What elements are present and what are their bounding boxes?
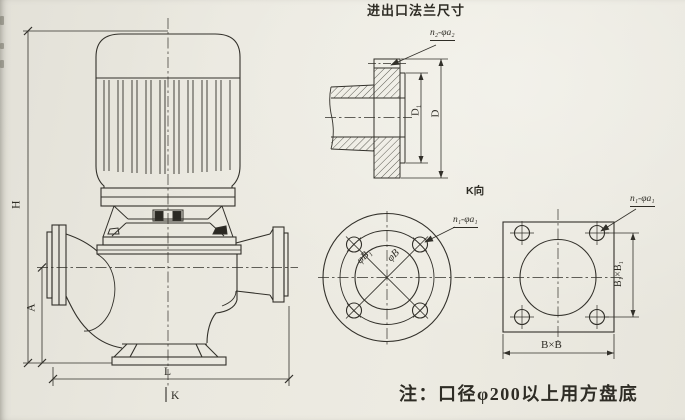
- lantern-bracket: [102, 205, 234, 238]
- dim-BxB-label: B×B: [541, 339, 562, 351]
- suction-flange: [46, 224, 123, 349]
- raised-face-section: [399, 72, 406, 164]
- pedestal-foot: [111, 343, 227, 366]
- dim-A-label: A: [25, 303, 38, 312]
- dim-L-label: L: [164, 366, 172, 378]
- clamp-block: [212, 225, 228, 235]
- flange-bolt-holes-label: n₂-φa₂: [430, 28, 455, 41]
- volute-casing: [83, 253, 238, 345]
- view-K-label: K: [171, 390, 180, 402]
- square-base-dimensions: [502, 208, 639, 359]
- casing-cover-plates: [96, 236, 242, 255]
- k-view-drawing: [318, 211, 624, 345]
- corner-holes: [510, 221, 609, 329]
- square-base-drawing: [502, 208, 639, 359]
- bolt-holes: [345, 236, 429, 319]
- base-plate: [111, 356, 227, 366]
- dim-D-label: D: [429, 109, 442, 118]
- drawing-note: 注：口径φ200以上用方盘底: [399, 384, 639, 404]
- pump-drawing: [23, 18, 298, 402]
- dim-B1xB1-label: B₁×B₁: [612, 261, 624, 287]
- square-base-bolt-holes-label: n₁-φa₁: [630, 194, 655, 207]
- dim-H-label: H: [10, 200, 23, 209]
- scan-artifact: [0, 43, 4, 49]
- scan-artifact: [0, 16, 4, 25]
- scan-artifact: [0, 60, 4, 68]
- k-view-label: K向: [466, 185, 485, 197]
- flange-section-drawing: [325, 44, 448, 179]
- pump-dimensions: [23, 26, 294, 402]
- flange-section-dimensions: [390, 44, 448, 179]
- bolt-label-leader: [424, 226, 456, 243]
- bolt-label-leader: [600, 208, 637, 232]
- flange-detail-title: 进出口法兰尺寸: [367, 3, 466, 18]
- motor-fins: [103, 80, 231, 174]
- coupling-block: [154, 211, 164, 221]
- bolt-label-leader: [390, 44, 437, 66]
- dim-D1-label: D₁: [410, 104, 422, 116]
- k-view-bolt-holes-label: n₁-φa₁: [453, 215, 478, 228]
- coupling-block: [172, 211, 182, 221]
- discharge-flange: [235, 226, 289, 303]
